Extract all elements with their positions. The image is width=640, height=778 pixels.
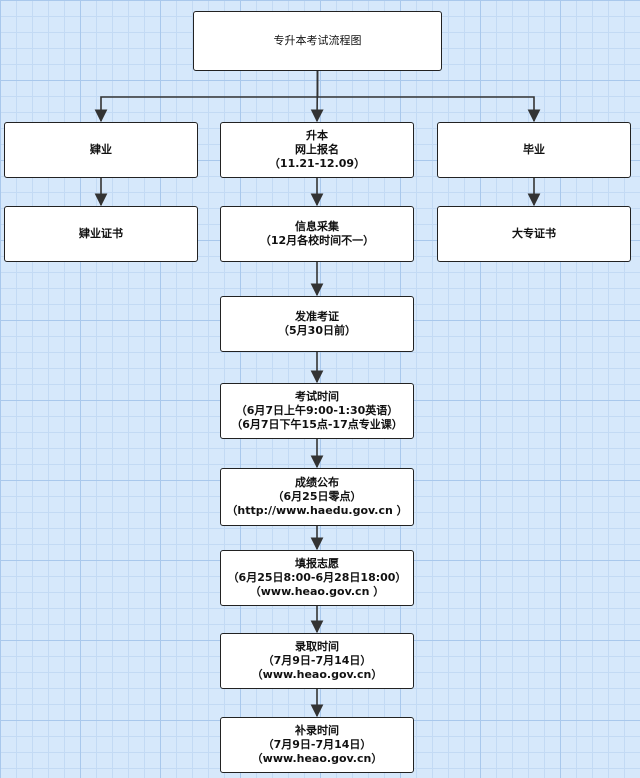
node-label: （www.heao.gov.cn） [251, 752, 383, 765]
node-center3: 发准考证（5月30日前） [220, 296, 414, 352]
node-label: 升本 [306, 129, 328, 142]
node-label: 录取时间 [295, 640, 339, 653]
node-center2: 信息采集（12月各校时间不一） [220, 206, 414, 262]
edge-root-to-left1 [94, 71, 319, 123]
node-right2: 大专证书 [437, 206, 631, 262]
node-root: 专升本考试流程图 [193, 11, 442, 71]
node-center6: 填报志愿（6月25日8:00-6月28日18:00）（www.heao.gov.… [220, 550, 414, 606]
node-label: （6月7日下午15点-17点专业课） [231, 418, 403, 431]
node-label: 大专证书 [512, 227, 556, 240]
node-label: 网上报名 [295, 143, 339, 156]
node-center8: 补录时间（7月9日-7月14日）（www.heao.gov.cn） [220, 717, 414, 773]
node-label: （5月30日前） [278, 324, 356, 337]
node-label: 毕业 [523, 143, 545, 156]
node-center4: 考试时间（6月7日上午9:00-1:30英语）（6月7日下午15点-17点专业课… [220, 383, 414, 439]
node-label: （7月9日-7月14日） [262, 738, 372, 751]
node-label: （11.21-12.09） [268, 157, 366, 170]
node-label: （www.heao.gov.cn ） [249, 585, 385, 598]
node-center7: 录取时间（7月9日-7月14日）（www.heao.gov.cn） [220, 633, 414, 689]
node-left1: 肄业 [4, 122, 198, 178]
node-label: 成绩公布 [295, 476, 339, 489]
node-label: （www.heao.gov.cn） [251, 668, 383, 681]
node-center5: 成绩公布（6月25日零点）（http://www.haedu.gov.cn ） [220, 468, 414, 526]
node-label: （7月9日-7月14日） [262, 654, 372, 667]
node-label: 补录时间 [295, 724, 339, 737]
node-center1: 升本网上报名（11.21-12.09） [220, 122, 414, 178]
node-label: （6月7日上午9:00-1:30英语） [235, 404, 399, 417]
node-label: （6月25日8:00-6月28日18:00） [227, 571, 407, 584]
node-label: 专升本考试流程图 [273, 34, 362, 47]
node-label: 肄业 [90, 143, 112, 156]
node-right1: 毕业 [437, 122, 631, 178]
node-label: 肄业证书 [79, 227, 123, 240]
node-label: 填报志愿 [295, 557, 339, 570]
edge-root-to-right1 [316, 71, 541, 123]
node-label: 发准考证 [295, 310, 339, 323]
node-label: （6月25日零点） [272, 490, 362, 503]
node-label: （12月各校时间不一） [259, 234, 375, 247]
node-left2: 肄业证书 [4, 206, 198, 262]
node-label: 考试时间 [295, 390, 339, 403]
node-label: 信息采集 [295, 220, 339, 233]
node-label: （http://www.haedu.gov.cn ） [226, 504, 408, 517]
